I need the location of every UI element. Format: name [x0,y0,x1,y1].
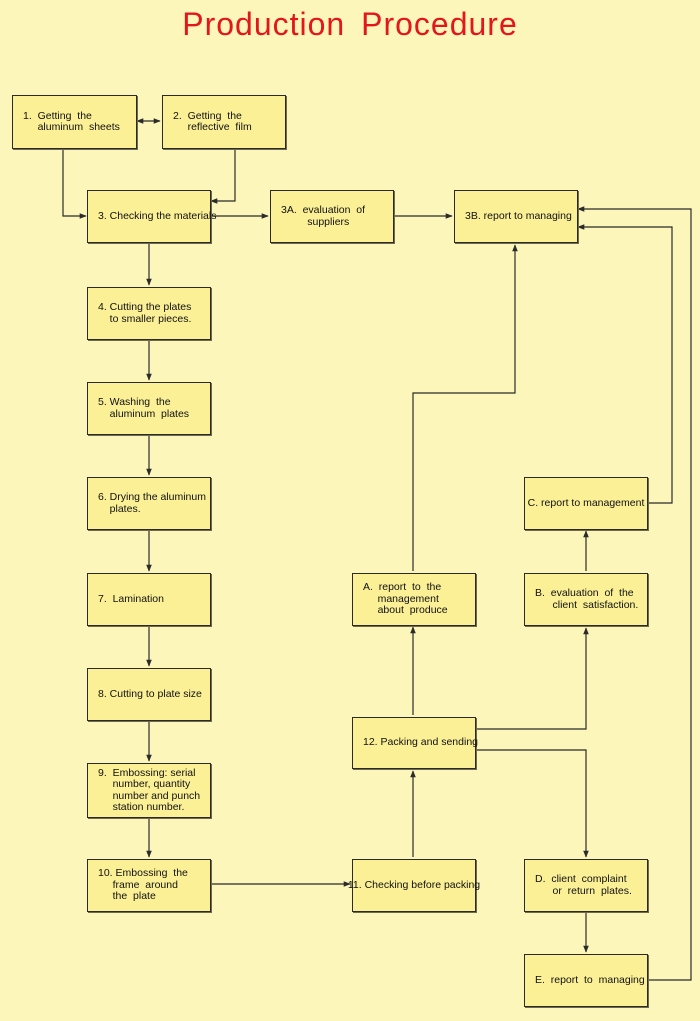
step-3a-box: 3A. evaluation of suppliers [270,190,394,243]
step-3a-label: 3A. evaluation of suppliers [281,204,366,228]
arrow-12-b [476,627,589,730]
arrow-c-3b [577,224,673,504]
step-6-label: 6. Drying the aluminum plates. [98,491,206,515]
step-12-box: 12. Packing and sending [352,717,479,769]
step-e-box: E. report to managing [524,954,648,1007]
step-c-box: C. report to management [524,477,648,530]
arrow-a-3b [412,244,518,571]
step-2-box: 2. Getting the reflective film [162,95,286,149]
step-10-box: 10. Embossing the frame around the plate [87,859,211,912]
diagram-title: Production Procedure [182,6,518,42]
step-6-box: 6. Drying the aluminum plates. [87,477,211,530]
step-11-label: 11. Checking before packing [347,878,481,891]
arrow-1-3 [62,149,87,219]
step-3-box: 3. Checking the materials [87,190,216,243]
step-9-box: 9. Embossing: serial number, quantity nu… [87,763,211,818]
step-a-label: A. report to the management about produc… [363,581,448,617]
step-10-label: 10. Embossing the frame around the plate [98,867,188,903]
step-7-label: 7. Lamination [98,592,164,605]
step-2-label: 2. Getting the reflective film [173,109,252,133]
step-b-label: B. evaluation of the client satisfaction… [535,587,639,611]
step-e-label: E. report to managing [535,973,645,986]
step-3b-box: 3B. report to managing [454,190,578,243]
step-9-label: 9. Embossing: serial number, quantity nu… [98,766,201,813]
step-4-label: 4. Cutting the plates to smaller pieces. [98,301,192,325]
step-5-label: 5. Washing the aluminum plates [98,396,190,420]
arrow-12-d [476,749,589,858]
step-a-box: A. report to the management about produc… [352,573,476,626]
step-1-label: 1. Getting the aluminum sheets [23,109,120,133]
step-c-label: C. report to management [527,496,645,509]
step-3b-label: 3B. report to managing [465,209,572,222]
step-11-box: 11. Checking before packing [348,859,480,912]
step-3-label: 3. Checking the materials [98,209,217,222]
step-5-box: 5. Washing the aluminum plates [87,382,211,435]
step-12-label: 12. Packing and sending [363,736,479,749]
step-8-label: 8. Cutting to plate size [98,687,202,700]
arrow-e-3b [577,206,692,981]
step-d-box: D. client complaint or return plates. [524,859,648,912]
step-7-box: 7. Lamination [87,573,211,626]
step-1-box: 1. Getting the aluminum sheets [12,95,137,149]
step-8-box: 8. Cutting to plate size [87,668,211,721]
step-d-label: D. client complaint or return plates. [535,873,632,897]
step-b-box: B. evaluation of the client satisfaction… [524,573,648,626]
step-4-box: 4. Cutting the plates to smaller pieces. [87,287,211,340]
arrow-2-3 [210,149,236,204]
